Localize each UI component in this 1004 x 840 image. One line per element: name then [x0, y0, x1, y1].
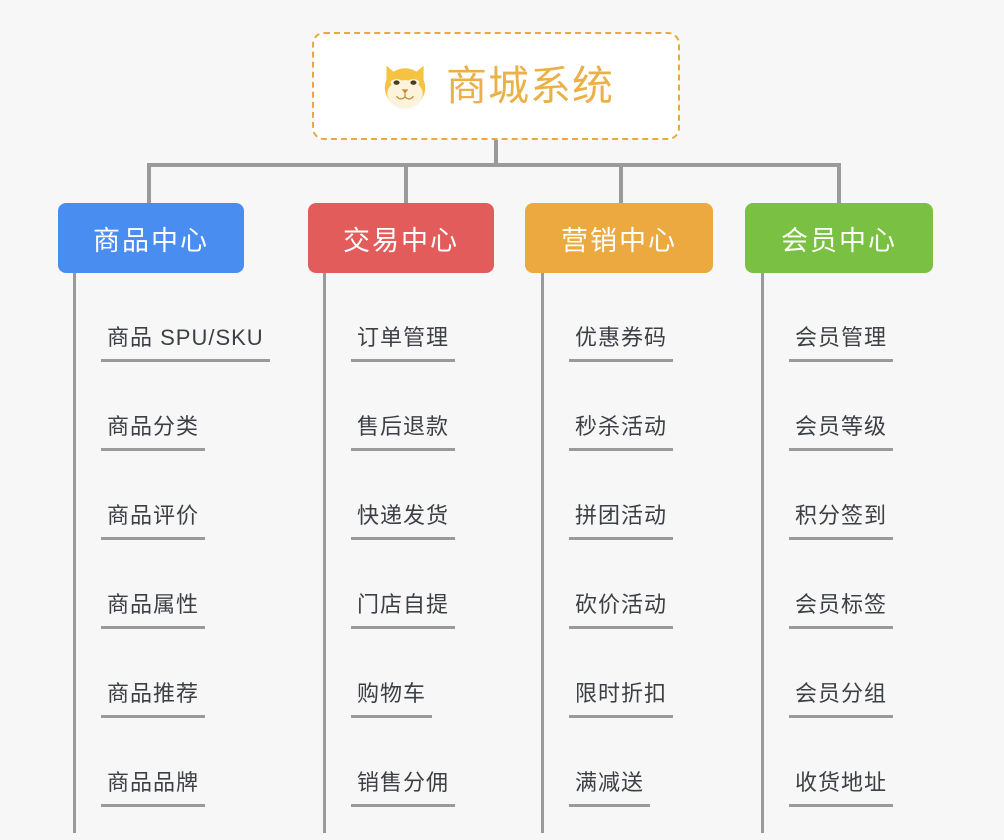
- leaf-label: 会员标签: [789, 587, 894, 629]
- leaf-item[interactable]: 门店自提: [323, 540, 456, 629]
- leaf-list-2: 订单管理 售后退款 快递发货 门店自提 购物车 销售分佣: [323, 273, 456, 807]
- leaf-item[interactable]: 商品推荐: [73, 629, 270, 718]
- leaf-label: 拼团活动: [569, 498, 674, 540]
- category-column-3: 营销中心 优惠券码 秒杀活动 拼团活动 砍价活动 限时折扣 满减送: [525, 203, 713, 833]
- category-header-2[interactable]: 交易中心: [308, 203, 494, 273]
- connector-drop-3: [619, 163, 623, 205]
- leaf-item[interactable]: 商品品牌: [73, 718, 270, 807]
- leaf-item[interactable]: 购物车: [323, 629, 455, 718]
- leaf-list-3: 优惠券码 秒杀活动 拼团活动 砍价活动 限时折扣 满减送: [541, 273, 674, 807]
- leaf-label: 会员分组: [789, 676, 894, 718]
- leaf-label: 商品 SPU/SKU: [101, 320, 270, 362]
- leaf-label: 砍价活动: [569, 587, 674, 629]
- leaf-item[interactable]: 快递发货: [323, 451, 456, 540]
- connector-drop-2: [404, 163, 408, 205]
- leaf-item[interactable]: 会员管理: [761, 273, 894, 362]
- category-header-3[interactable]: 营销中心: [525, 203, 713, 273]
- leaf-item[interactable]: 商品评价: [73, 451, 270, 540]
- leaf-item[interactable]: 会员等级: [761, 362, 894, 451]
- category-header-1[interactable]: 商品中心: [58, 203, 244, 273]
- shiba-dog-emoji: [378, 59, 432, 113]
- leaf-item[interactable]: 积分签到: [761, 451, 894, 540]
- leaf-label: 商品品牌: [101, 765, 206, 807]
- category-spine-1: [73, 273, 76, 833]
- leaf-label: 销售分佣: [351, 765, 456, 807]
- leaf-item[interactable]: 限时折扣: [541, 629, 674, 718]
- root-node[interactable]: 商城系统: [312, 32, 680, 140]
- category-spine-3: [541, 273, 544, 833]
- leaf-item[interactable]: 会员标签: [761, 540, 894, 629]
- leaf-item[interactable]: 商品 SPU/SKU: [73, 273, 270, 362]
- leaf-label: 门店自提: [351, 587, 456, 629]
- leaf-item[interactable]: 商品属性: [73, 540, 270, 629]
- leaf-label: 秒杀活动: [569, 409, 674, 451]
- category-column-4: 会员中心 会员管理 会员等级 积分签到 会员标签 会员分组 收货地址: [745, 203, 933, 833]
- leaf-item[interactable]: 会员分组: [761, 629, 894, 718]
- leaf-item[interactable]: 订单管理: [323, 273, 456, 362]
- leaf-item[interactable]: 满减送: [541, 718, 673, 807]
- leaf-label: 商品分类: [101, 409, 206, 451]
- leaf-label: 满减送: [569, 765, 651, 807]
- leaf-item[interactable]: 商品分类: [73, 362, 270, 451]
- leaf-label: 会员等级: [789, 409, 894, 451]
- leaf-item[interactable]: 拼团活动: [541, 451, 674, 540]
- leaf-label: 售后退款: [351, 409, 456, 451]
- connector-horizontal-bus: [147, 163, 840, 167]
- leaf-label: 快递发货: [351, 498, 456, 540]
- category-spine-2: [323, 273, 326, 833]
- leaf-list-4: 会员管理 会员等级 积分签到 会员标签 会员分组 收货地址: [761, 273, 894, 807]
- leaf-label: 订单管理: [351, 320, 456, 362]
- leaf-item[interactable]: 秒杀活动: [541, 362, 674, 451]
- leaf-item[interactable]: 售后退款: [323, 362, 456, 451]
- leaf-label: 积分签到: [789, 498, 894, 540]
- category-header-4[interactable]: 会员中心: [745, 203, 933, 273]
- leaf-label: 收货地址: [789, 765, 894, 807]
- connector-root-stem: [494, 140, 498, 165]
- connector-drop-4: [837, 163, 841, 205]
- leaf-item[interactable]: 销售分佣: [323, 718, 456, 807]
- category-column-1: 商品中心 商品 SPU/SKU 商品分类 商品评价 商品属性 商品推荐 商品品牌: [58, 203, 270, 833]
- leaf-label: 商品属性: [101, 587, 206, 629]
- connector-drop-1: [147, 163, 151, 205]
- leaf-item[interactable]: 收货地址: [761, 718, 894, 807]
- leaf-list-1: 商品 SPU/SKU 商品分类 商品评价 商品属性 商品推荐 商品品牌: [73, 273, 270, 807]
- leaf-label: 会员管理: [789, 320, 894, 362]
- leaf-item[interactable]: 砍价活动: [541, 540, 674, 629]
- leaf-label: 商品评价: [101, 498, 206, 540]
- leaf-label: 限时折扣: [569, 676, 674, 718]
- category-column-2: 交易中心 订单管理 售后退款 快递发货 门店自提 购物车 销售分佣: [308, 203, 494, 833]
- leaf-label: 购物车: [351, 676, 433, 718]
- leaf-item[interactable]: 优惠券码: [541, 273, 674, 362]
- category-spine-4: [761, 273, 764, 833]
- root-title: 商城系统: [446, 62, 614, 109]
- leaf-label: 优惠券码: [569, 320, 674, 362]
- leaf-label: 商品推荐: [101, 676, 206, 718]
